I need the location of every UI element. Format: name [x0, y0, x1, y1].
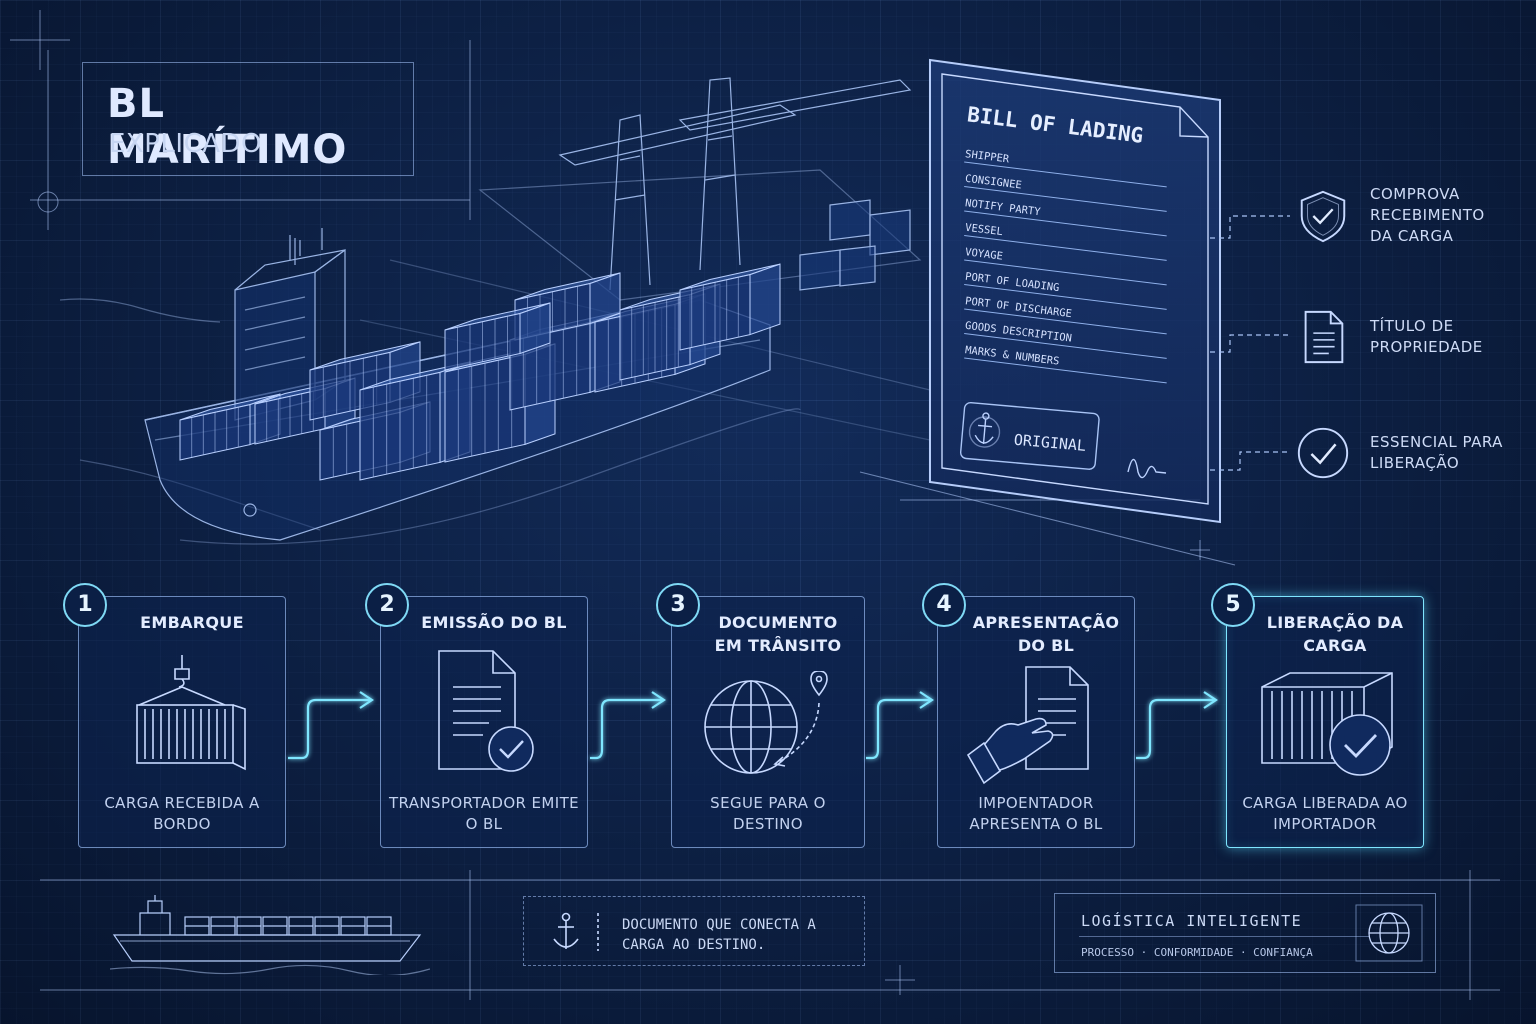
document-check-icon	[438, 650, 534, 772]
deck-container	[679, 263, 781, 351]
step-number: 1	[63, 583, 107, 627]
step-description: CARGA LIBERADA AO IMPORTADOR	[1242, 794, 1408, 833]
title-box: BL MARÍTIMO EXPLICADO	[82, 62, 414, 176]
hand-document-icon	[966, 666, 1089, 785]
crane-container-icon	[136, 655, 246, 771]
benefit-text: TÍTULO DE PROPRIEDADE	[1370, 317, 1483, 356]
flow-arrow-2-3	[590, 698, 662, 760]
step-number: 4	[922, 583, 966, 627]
footer-note-box: DOCUMENTO QUE CONECTA A CARGA AO DESTINO…	[523, 896, 865, 966]
step-embarque: 1 EMBARQUE CARGA RECEBIDA A BORDO	[63, 583, 286, 848]
step-number: 3	[656, 583, 700, 627]
benefit-text: COMPROVA RECEBIMENTO DA CARGA	[1370, 185, 1485, 245]
check-circle-icon	[1297, 427, 1349, 479]
step-title: DOCUMENTO EM TRÂNSITO	[714, 613, 842, 655]
brand-divider	[1079, 936, 1369, 937]
step-emissao: 2 EMISSÃO DO BL TRANSPORTADOR EMITE O BL	[365, 583, 588, 848]
container-check-icon	[1261, 672, 1393, 776]
step-title: EMISSÃO DO BL	[421, 613, 567, 632]
step-title: APRESENTAÇÃO DO BL	[972, 613, 1120, 655]
flow-arrow-1-2	[288, 698, 370, 760]
flow-arrow-3-4	[866, 698, 930, 760]
step-description: CARGA RECEBIDA A BORDO	[104, 794, 260, 833]
anchor-icon	[553, 912, 599, 951]
flow-arrow-4-5	[1136, 698, 1214, 760]
step-apresentacao: 4 APRESENTAÇÃO DO BL IMPOENTADOR APRESEN…	[922, 583, 1135, 848]
step-title: LIBERAÇÃO DA CARGA	[1266, 613, 1404, 655]
deck-container-stacks	[179, 263, 781, 481]
step-description: SEGUE PARA O DESTINO	[710, 794, 826, 833]
step-title: EMBARQUE	[140, 613, 244, 632]
globe-route-icon	[704, 671, 828, 774]
benefit-ownership: TÍTULO DE PROPRIEDADE	[1294, 308, 1490, 366]
anchor-icon	[968, 412, 1001, 448]
document-icon	[1304, 310, 1344, 364]
brand-title: LOGÍSTICA INTELIGENTE	[1081, 912, 1303, 930]
benefit-connectors	[1210, 215, 1290, 471]
page-subtitle: EXPLICADO	[109, 129, 262, 159]
footer-note-text: DOCUMENTO QUE CONECTA A CARGA AO DESTINO…	[622, 917, 816, 953]
page-title: BL MARÍTIMO	[107, 81, 348, 173]
flow-arrows	[288, 691, 1218, 760]
brand-box: LOGÍSTICA INTELIGENTE PROCESSO · CONFORM…	[1054, 893, 1436, 973]
document-field-label: SHIPPER	[964, 148, 1010, 165]
benefit-release: ESSENCIAL PARA LIBERAÇÃO	[1294, 424, 1510, 482]
benefit-receipt: COMPROVA RECEBIMENTO DA CARGA	[1294, 184, 1490, 247]
document-field-label: VOYAGE	[964, 246, 1003, 263]
shield-check-icon	[1300, 190, 1346, 242]
step-description: IMPOENTADOR APRESENTA O BL	[969, 794, 1103, 833]
step-number: 2	[365, 583, 409, 627]
step-liberacao: 5 LIBERAÇÃO DA CARGA CARGA LIBERADA AO I…	[1211, 583, 1424, 848]
step-transito: 3 DOCUMENTO EM TRÂNSITO SEGUE PARA O DES…	[656, 583, 865, 848]
deck-container	[444, 302, 551, 371]
footer-ship-icon	[110, 895, 430, 975]
signature-icon	[1127, 458, 1167, 479]
benefit-text: ESSENCIAL PARA LIBERAÇÃO	[1370, 433, 1503, 472]
document-field-label: VESSEL	[964, 222, 1003, 239]
step-number: 5	[1211, 583, 1255, 627]
ship-illustration	[60, 77, 931, 545]
globe-icon	[1355, 904, 1423, 962]
step-description: TRANSPORTADOR EMITE O BL	[388, 794, 580, 833]
brand-subtitle: PROCESSO · CONFORMIDADE · CONFIANÇA	[1081, 946, 1313, 959]
